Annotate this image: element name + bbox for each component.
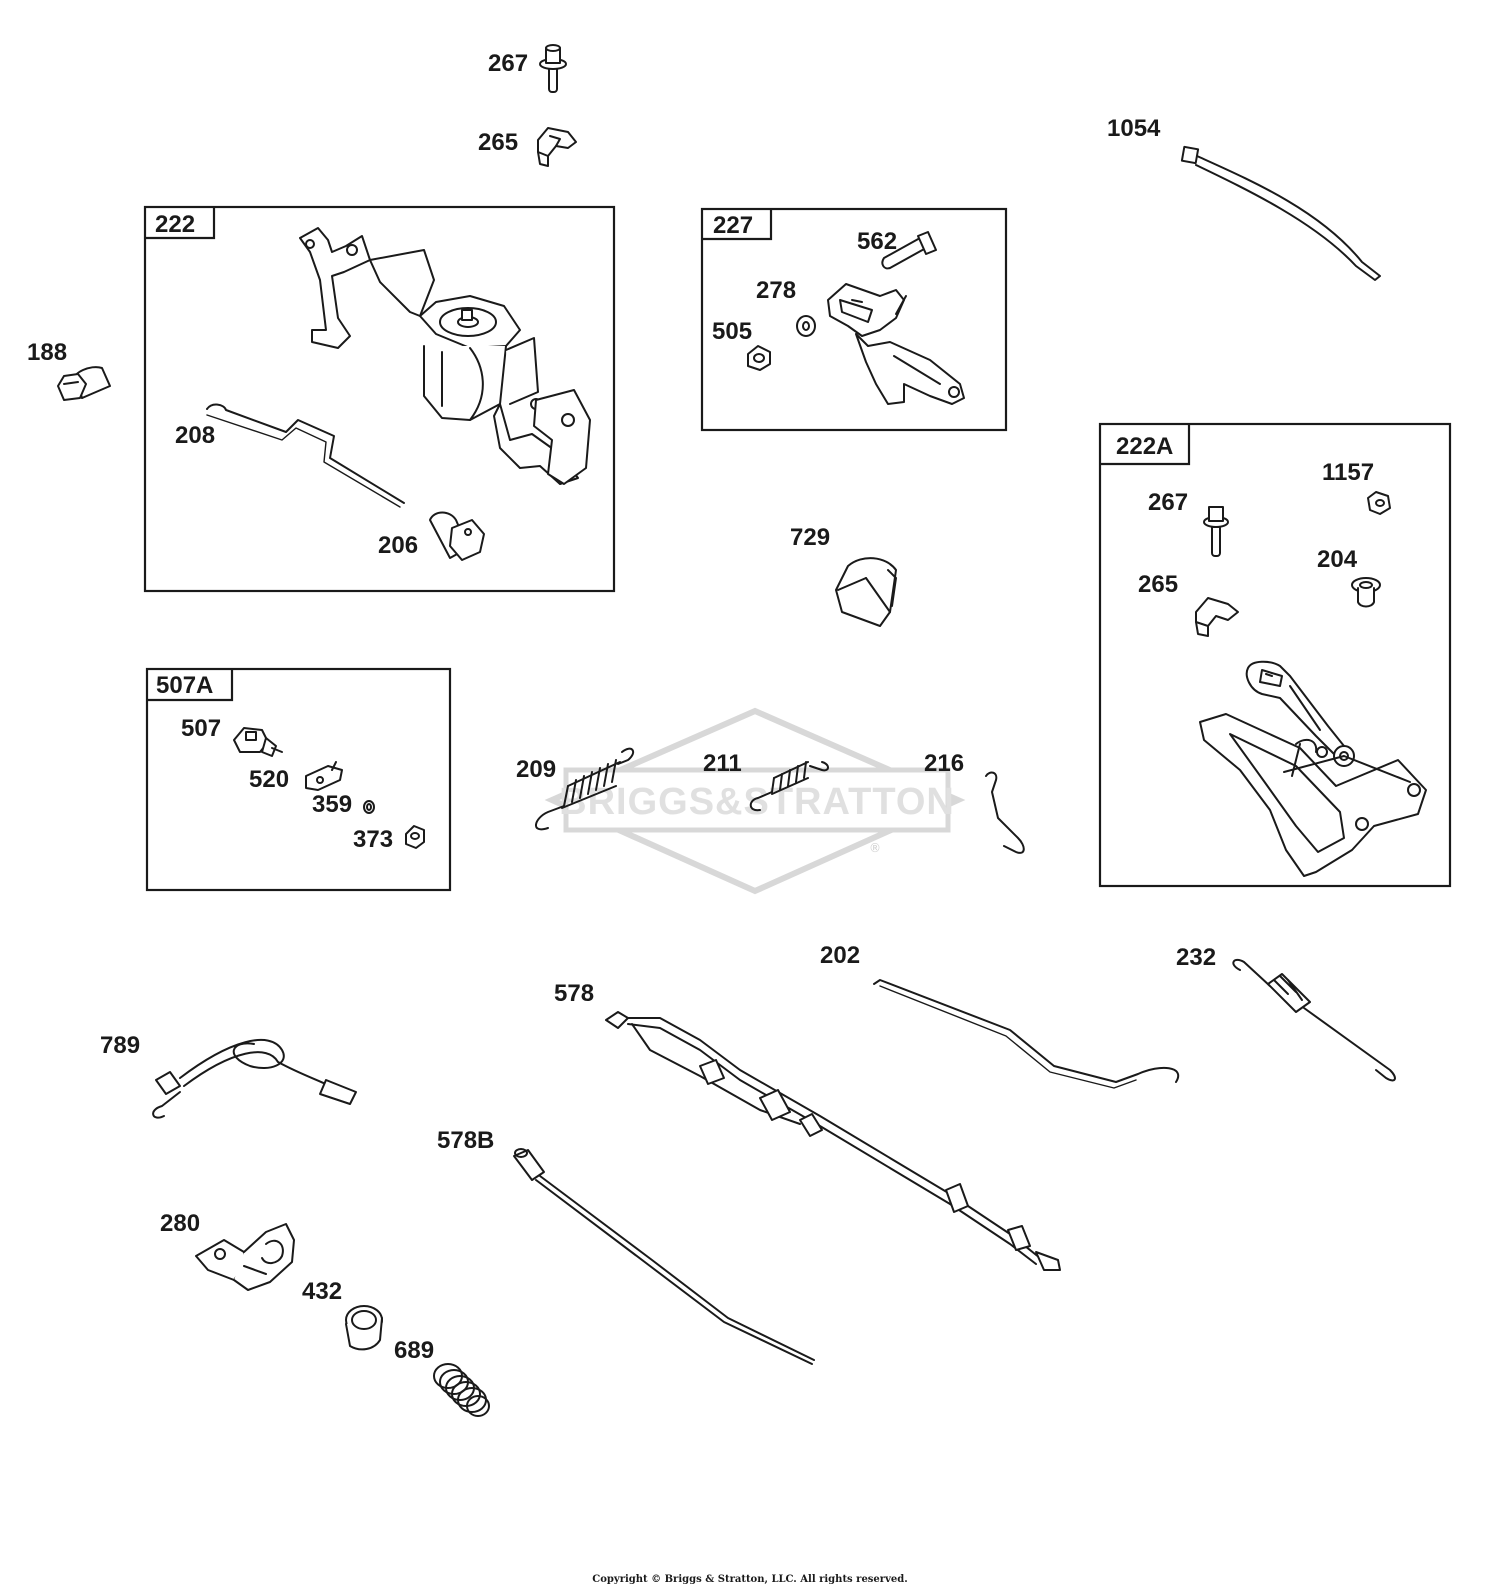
part-label-211: 211 <box>703 750 742 777</box>
spring-232 <box>1232 958 1396 1082</box>
part-label-216: 216 <box>924 750 964 777</box>
spring-689 <box>433 1363 490 1417</box>
part-label-1054: 1054 <box>1107 115 1161 142</box>
governor-rod-202 <box>873 979 1180 1089</box>
bracket-280 <box>195 1223 295 1291</box>
bolt-267-box <box>1203 506 1229 557</box>
lock-washer-359 <box>363 800 375 814</box>
box-label-507A: 507A <box>156 672 213 699</box>
bolt-267-top <box>539 44 567 93</box>
box-label-222: 222 <box>155 211 195 238</box>
part-label-204: 204 <box>1317 546 1358 573</box>
part-label-507: 507 <box>181 715 221 742</box>
governor-bracket-222 <box>299 227 591 485</box>
box-label-222A: 222A <box>1116 433 1173 460</box>
cover-729 <box>835 557 897 627</box>
terminal-520 <box>305 761 343 791</box>
cable-tie-1054 <box>1180 145 1381 281</box>
part-label-265-box: 265 <box>1138 571 1178 598</box>
box-label-227: 227 <box>713 212 753 239</box>
ring-432 <box>345 1305 383 1351</box>
switch-507 <box>233 727 283 757</box>
part-label-208: 208 <box>175 422 215 449</box>
part-label-578B: 578B <box>437 1127 494 1154</box>
cable-578 <box>605 1011 1061 1271</box>
spring-209 <box>535 747 635 831</box>
clamp-265-top <box>537 127 577 167</box>
wire-clip-216 <box>985 771 1025 854</box>
watermark-registered-mark: ® <box>869 841 881 855</box>
box-222: 222 <box>143 205 616 593</box>
watermark-brand-text: BRIGGS&STRATTON <box>559 781 955 823</box>
part-label-689: 689 <box>394 1337 434 1364</box>
part-label-232: 232 <box>1176 944 1216 971</box>
nut-373 <box>405 825 425 849</box>
nut-1157 <box>1367 491 1391 515</box>
part-label-789: 789 <box>100 1032 140 1059</box>
part-label-373: 373 <box>353 826 393 853</box>
part-label-265-top: 265 <box>478 129 518 156</box>
part-label-206: 206 <box>378 532 418 559</box>
bolt-188 <box>57 366 111 401</box>
control-lever-227 <box>827 283 965 405</box>
nut-505 <box>747 345 771 371</box>
part-label-188: 188 <box>27 339 67 366</box>
box-227: 227 <box>700 207 1008 432</box>
knob-206 <box>429 511 485 561</box>
part-label-520: 520 <box>249 766 289 793</box>
part-label-202: 202 <box>820 942 860 969</box>
part-label-432: 432 <box>302 1278 342 1305</box>
brand-watermark: BRIGGS&STRATTON ® <box>544 707 966 895</box>
governor-link-208 <box>206 403 405 508</box>
part-label-505: 505 <box>712 318 752 345</box>
part-label-578: 578 <box>554 980 594 1007</box>
spring-211 <box>749 761 829 812</box>
part-label-1157: 1157 <box>1322 459 1374 486</box>
part-label-278: 278 <box>756 277 796 304</box>
part-label-562: 562 <box>857 228 897 255</box>
washer-278 <box>796 315 816 337</box>
box-222A: 222A <box>1098 422 1452 888</box>
clamp-265-box <box>1195 597 1239 637</box>
bushing-204 <box>1351 577 1381 608</box>
wire-lead-789 <box>152 1038 357 1119</box>
part-label-729: 729 <box>790 524 830 551</box>
box-507A: 507A <box>145 667 452 892</box>
part-label-359: 359 <box>312 791 352 818</box>
part-label-280: 280 <box>160 1210 200 1237</box>
pin-562 <box>881 231 937 270</box>
part-label-267-box: 267 <box>1148 489 1188 516</box>
throttle-control-222A <box>1199 660 1427 877</box>
part-label-209: 209 <box>516 756 556 783</box>
part-label-267-top: 267 <box>488 50 528 77</box>
copyright-notice: Copyright © Briggs & Stratton, LLC. All … <box>592 1574 908 1585</box>
choke-cable-578B <box>513 1148 815 1365</box>
